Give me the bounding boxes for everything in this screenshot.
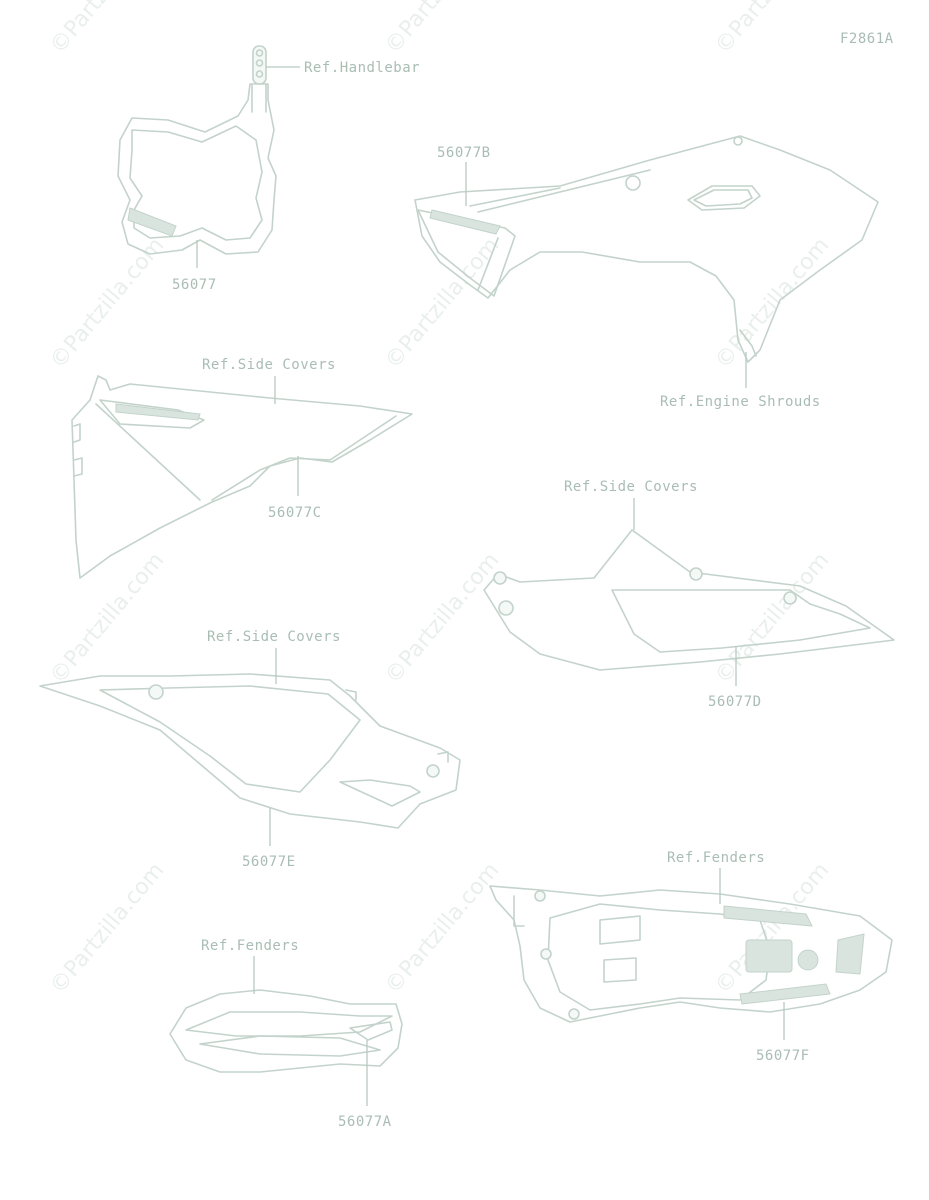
watermark: ©Partzilla.com — [380, 233, 504, 374]
side-cover-d-part — [483, 529, 895, 671]
label-ref-side-covers-2: Ref.Side Covers — [564, 479, 698, 495]
watermark: ©Partzilla.com — [45, 548, 169, 689]
side-cover-e-part — [39, 673, 461, 829]
number-plate-part — [117, 45, 277, 255]
label-56077: 56077 — [172, 277, 217, 293]
watermark: ©Partzilla.com — [710, 548, 834, 689]
figure-code: F2861A — [840, 31, 894, 47]
label-ref-fenders-1: Ref.Fenders — [667, 850, 765, 866]
label-ref-handlebar: Ref.Handlebar — [304, 60, 420, 76]
label-ref-engine-shrouds: Ref.Engine Shrouds — [660, 394, 821, 410]
label-ref-fenders-2: Ref.Fenders — [201, 938, 299, 954]
label-ref-side-covers-1: Ref.Side Covers — [202, 357, 336, 373]
label-56077b: 56077B — [437, 145, 491, 161]
watermark: ©Partzilla.com — [45, 858, 169, 999]
label-ref-side-covers-3: Ref.Side Covers — [207, 629, 341, 645]
label-56077a: 56077A — [338, 1114, 392, 1130]
label-56077c: 56077C — [268, 505, 322, 521]
rear-fender-part — [489, 885, 893, 1023]
front-fender-part — [169, 989, 403, 1073]
watermark: ©Partzilla.com — [710, 858, 834, 999]
watermark: ©Partzilla.com — [710, 0, 834, 59]
label-56077e: 56077E — [242, 854, 296, 870]
watermark: ©Partzilla.com — [45, 0, 169, 59]
side-cover-c-part — [71, 375, 413, 579]
watermark: ©Partzilla.com — [380, 548, 504, 689]
watermark: ©Partzilla.com — [380, 858, 504, 999]
label-56077d: 56077D — [708, 694, 762, 710]
radiator-shroud-part — [414, 135, 879, 363]
watermark: ©Partzilla.com — [380, 0, 504, 59]
label-56077f: 56077F — [756, 1048, 810, 1064]
watermark: ©Partzilla.com — [710, 233, 834, 374]
